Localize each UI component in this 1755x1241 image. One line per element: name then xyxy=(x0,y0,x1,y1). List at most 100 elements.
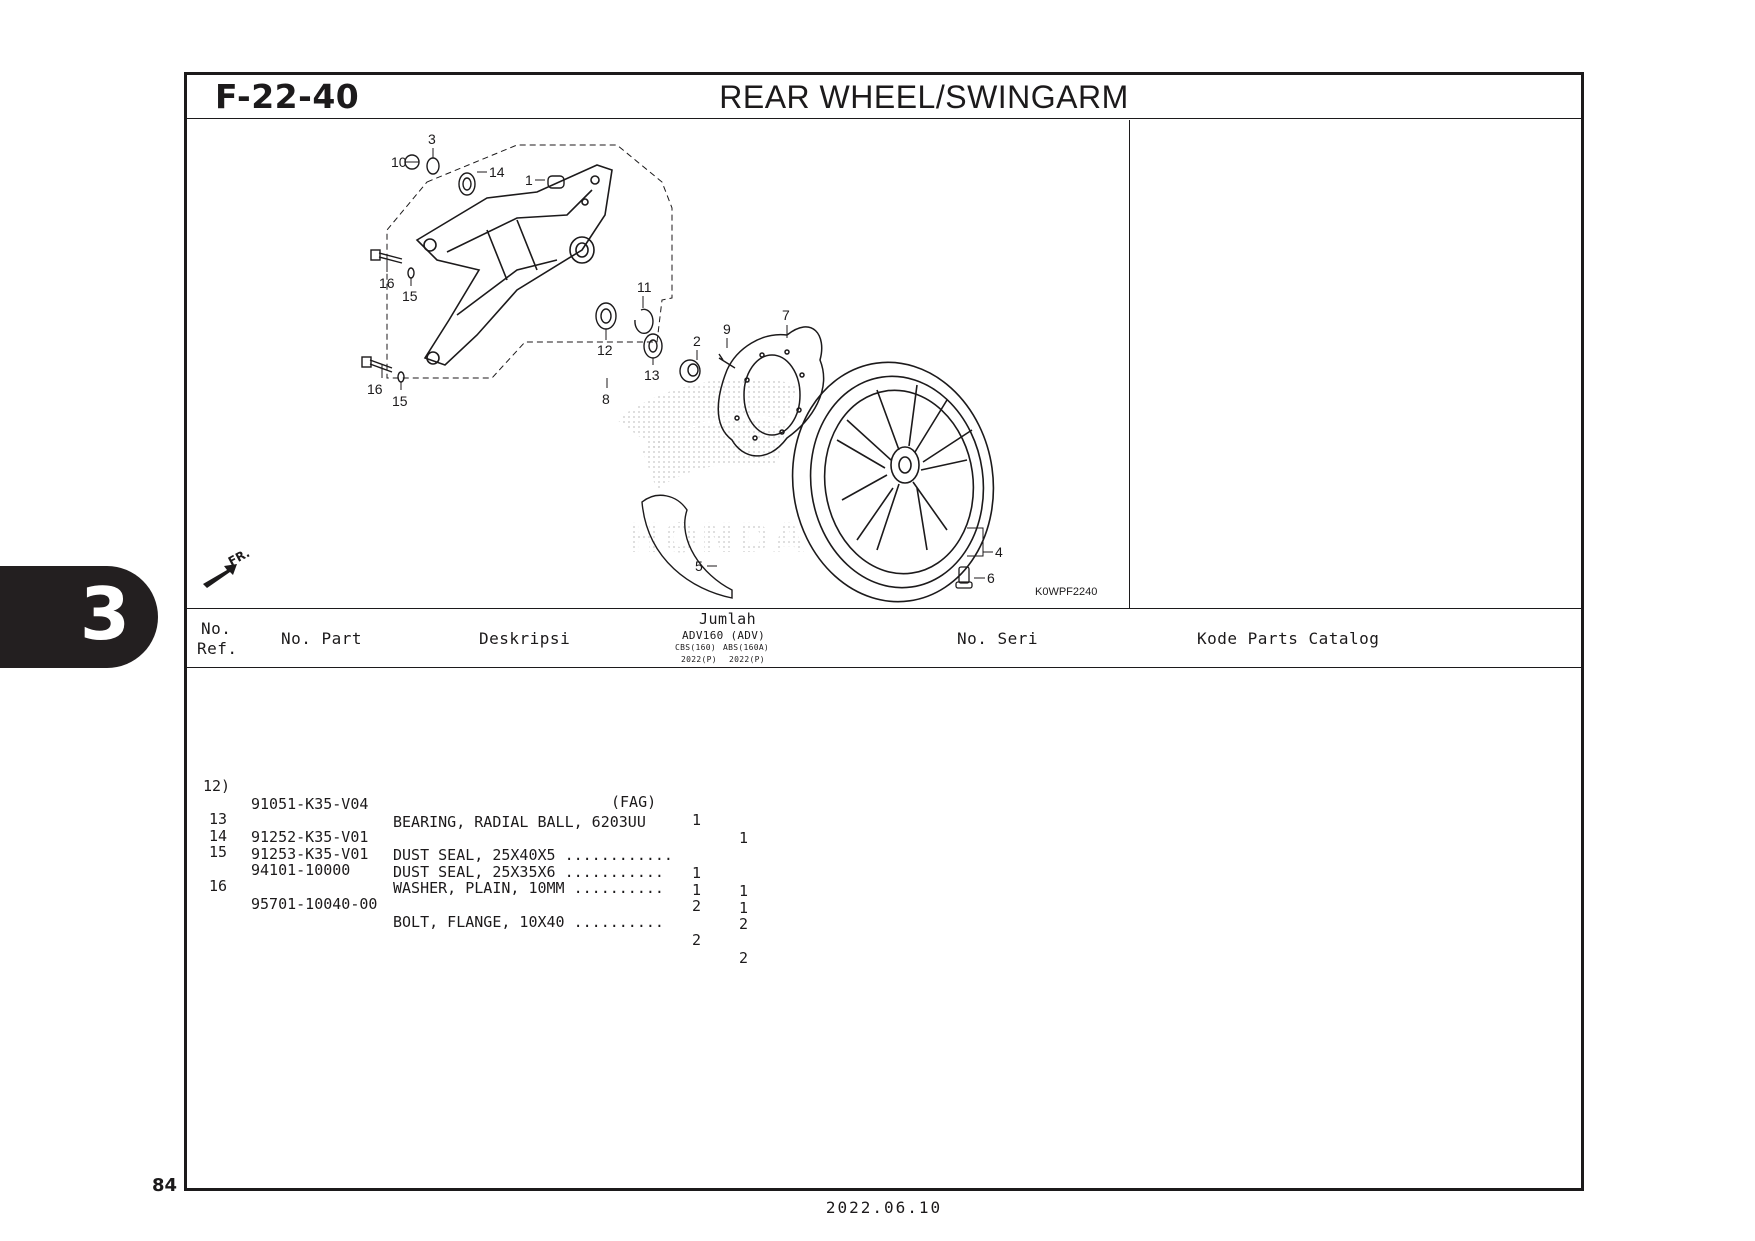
row-ref: 14 xyxy=(209,827,228,845)
row-ref: 15 xyxy=(209,843,228,861)
swingarm xyxy=(415,164,613,366)
list-item-continuation: (FAG) 1 1 xyxy=(187,775,748,847)
row-description-cont: (FAG) xyxy=(611,793,657,811)
header-quantity: Jumlah xyxy=(699,610,757,628)
header-variant-cbs: CBS(160) xyxy=(675,643,716,652)
row-qty-abs: 1 xyxy=(739,882,749,900)
honda-watermark: HONDA xyxy=(617,378,807,562)
row-qty-cbs: 2 xyxy=(692,897,702,915)
header-ref-line2: Ref. xyxy=(197,639,238,658)
section-tab-number: 3 xyxy=(79,572,130,656)
row-description: WASHER, PLAIN, 10MM .......... xyxy=(393,879,664,897)
page-number: 84 xyxy=(152,1175,178,1196)
row-part-no[interactable]: 91252-K35-V01 xyxy=(251,828,369,846)
row-qty-abs: 2 xyxy=(739,949,749,967)
callout-5: 5 xyxy=(695,558,703,574)
row-description: DUST SEAL, 25X40X5 ............ xyxy=(393,846,673,864)
header-ref-line1: No. xyxy=(201,619,232,638)
figure-code: K0WPF2240 xyxy=(1035,586,1098,598)
exploded-diagram-drawing: HONDA xyxy=(203,131,1003,603)
callout-2: 2 xyxy=(693,333,701,349)
rear-wheel xyxy=(791,361,995,603)
list-item: 16 95701-10040-00 BOLT, FLANGE, 10X40 ..… xyxy=(187,859,748,967)
row-part-no[interactable]: 91051-K35-V04 xyxy=(251,795,369,813)
header-year-abs: 2022(P) xyxy=(729,655,765,664)
footer-date: 2022.06.10 xyxy=(825,1198,943,1217)
front-arrow-icon xyxy=(203,564,237,588)
callout-7: 7 xyxy=(782,307,790,323)
row-part-no[interactable]: 95701-10040-00 xyxy=(251,895,378,913)
callout-1: 1 xyxy=(525,172,533,188)
section-tab: 3 xyxy=(0,566,158,668)
row-description: DUST SEAL, 25X35X6 ........... xyxy=(393,863,664,881)
list-item: 14 91253-K35-V01 DUST SEAL, 25X35X6 ....… xyxy=(187,809,748,917)
callout-labels: 10 3 14 1 16 15 16 15 12 11 13 2 9 7 8 4… xyxy=(367,131,1003,586)
row-qty-cbs: 1 xyxy=(692,811,702,829)
row-description: BEARING, RADIAL BALL, 6203UU xyxy=(393,813,646,831)
page-code: F-22-40 xyxy=(215,77,360,116)
catalog-page-frame: F-22-40 REAR WHEEL/SWINGARM HONDA xyxy=(184,72,1584,1191)
header-year-cbs: 2022(P) xyxy=(681,655,717,664)
dust-seal-14 xyxy=(458,172,476,196)
row-qty-cbs: 1 xyxy=(692,864,702,882)
callout-15-upper: 15 xyxy=(402,288,418,304)
brake-disc xyxy=(717,326,825,457)
dust-seal-13 xyxy=(643,333,663,359)
row-ref: 12) xyxy=(203,777,231,795)
watermark-text: HONDA xyxy=(627,516,807,562)
header-catalog-code: Kode Parts Catalog xyxy=(1197,629,1380,648)
row-ref: 13 xyxy=(209,810,228,828)
valve-6 xyxy=(955,566,973,589)
row-qty-abs: 1 xyxy=(739,899,749,917)
callout-15-lower: 15 xyxy=(392,393,408,409)
callout-10: 10 xyxy=(391,154,407,170)
circlip-11 xyxy=(634,308,654,335)
page-title: REAR WHEEL/SWINGARM xyxy=(719,79,1129,115)
bolt-16-lower xyxy=(369,359,393,373)
list-item: 15 94101-10000 WASHER, PLAIN, 10MM .....… xyxy=(187,825,748,933)
title-bar: F-22-40 REAR WHEEL/SWINGARM xyxy=(187,75,1581,119)
collar-3 xyxy=(426,157,440,175)
row-qty-abs: 2 xyxy=(739,915,749,933)
row-description: BOLT, FLANGE, 10X40 .......... xyxy=(393,913,664,931)
callout-leaders xyxy=(381,148,993,579)
exploded-diagram: HONDA xyxy=(187,120,1130,608)
callout-14: 14 xyxy=(489,164,505,180)
row-part-no[interactable]: 91253-K35-V01 xyxy=(251,845,369,863)
callout-6: 6 xyxy=(987,570,995,586)
header-part-no: No. Part xyxy=(281,629,363,648)
callout-12: 12 xyxy=(597,342,613,358)
row-part-no[interactable]: 94101-10000 xyxy=(251,861,351,879)
small-parts xyxy=(361,154,736,383)
callout-9: 9 xyxy=(723,321,731,337)
washer-15-lower xyxy=(397,371,405,383)
front-direction-indicator: FR. xyxy=(203,546,252,588)
row-qty-abs: 1 xyxy=(739,829,749,847)
row-ref: 16 xyxy=(209,877,228,895)
collar-2 xyxy=(679,359,701,383)
callout-4: 4 xyxy=(995,544,1003,560)
bearing-12 xyxy=(595,302,617,330)
callout-3: 3 xyxy=(428,131,436,147)
callout-8: 8 xyxy=(602,391,610,407)
header-model: ADV160 (ADV) xyxy=(682,629,766,642)
header-serial-no: No. Seri xyxy=(957,629,1039,648)
callout-11: 11 xyxy=(637,279,652,295)
callout-13: 13 xyxy=(644,367,660,383)
header-description: Deskripsi xyxy=(479,629,571,648)
list-item: 12) 91051-K35-V04 BEARING, RADIAL BALL, … xyxy=(187,759,646,831)
callout-16-lower: 16 xyxy=(367,381,383,397)
disc-bolt-9 xyxy=(718,353,736,369)
washer-15-upper xyxy=(407,267,415,279)
bolt-16-upper xyxy=(378,252,403,264)
front-indicator-label: FR. xyxy=(226,546,252,569)
parts-table-header: No. Ref. No. Part Deskripsi Jumlah ADV16… xyxy=(187,608,1581,668)
callout-16-upper: 16 xyxy=(379,275,395,291)
row-qty-cbs: 2 xyxy=(692,931,702,949)
list-item: 13 91252-K35-V01 DUST SEAL, 25X40X5 ....… xyxy=(187,792,748,900)
header-variant-abs: ABS(160A) xyxy=(723,643,770,652)
tire-section xyxy=(641,494,733,599)
swingarm-group-outline xyxy=(386,144,673,379)
bushing-1 xyxy=(547,175,565,189)
row-qty-cbs: 1 xyxy=(692,881,702,899)
